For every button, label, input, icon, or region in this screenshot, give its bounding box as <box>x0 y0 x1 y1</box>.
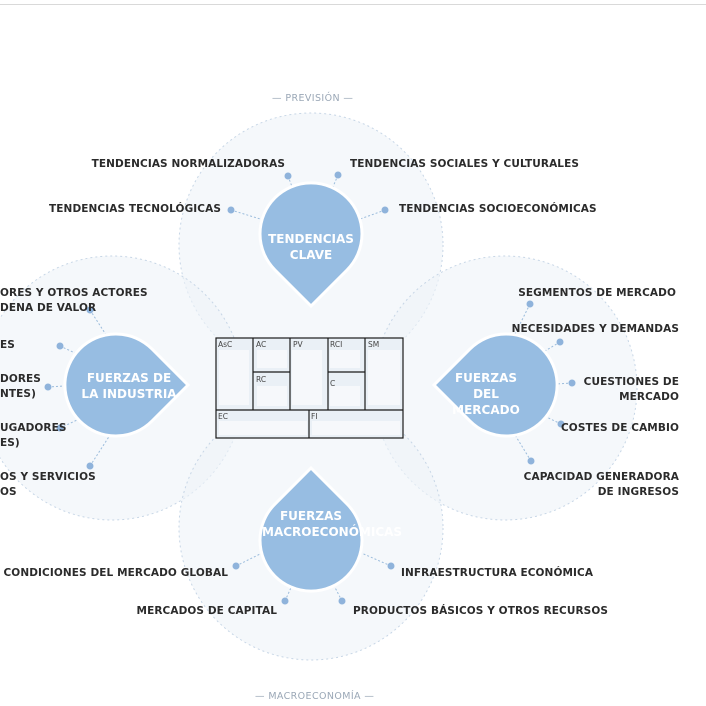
drop-right <box>431 332 559 438</box>
label-necesidades-demandas: NECESIDADES Y DEMANDAS <box>511 323 679 335</box>
business-model-canvas <box>215 337 404 439</box>
label-productos-basicos: PRODUCTOS BÁSICOS Y OTROS RECURSOS <box>353 605 609 617</box>
label-condiciones-mercado-global: CONDICIONES DEL MERCADO GLOBAL <box>3 567 228 579</box>
label-left-4: NTES) <box>0 388 36 400</box>
label-left-1: DENA DE VALOR <box>0 302 97 314</box>
label-left-5: UGADORES <box>0 422 67 434</box>
label-mercados-capital: MERCADOS DE CAPITAL <box>136 605 277 617</box>
label-capacidad-ingresos: CAPACIDAD GENERADORA DE INGRESOS <box>523 471 679 498</box>
label-left-8: OS <box>0 486 17 498</box>
connector-dots <box>44 171 576 605</box>
caption-prevision: — PREVISIÓN — <box>272 93 354 104</box>
label-left-2: ES <box>0 339 15 351</box>
cell-ac: AC <box>256 340 267 349</box>
cell-pv: PV <box>293 340 303 349</box>
label-tendencias-socioeconomicas: TENDENCIAS SOCIOECONÓMICAS <box>399 203 597 215</box>
label-segmentos-mercado: SEGMENTOS DE MERCADO <box>518 287 676 299</box>
label-cuestiones-mercado: CUESTIONES DE MERCADO <box>583 376 679 403</box>
cell-c: C <box>330 379 336 388</box>
drop-title-top: TENDENCIAS CLAVE <box>268 232 354 262</box>
drop-top <box>258 181 364 309</box>
cell-ec: EC <box>218 412 228 421</box>
drop-title-bottom: FUERZAS MACROECONÓMICAS <box>262 509 403 539</box>
label-tendencias-sociales: TENDENCIAS SOCIALES Y CULTURALES <box>350 158 580 170</box>
drop-title-left: FUERZAS DE LA INDUSTRIA <box>81 371 177 401</box>
drops <box>63 181 559 593</box>
cell-rci: RCI <box>330 340 343 349</box>
label-left-0: ORES Y OTROS ACTORES <box>0 287 148 299</box>
cell-rc: RC <box>256 375 267 384</box>
label-infraestructura-economica: INFRAESTRUCTURA ECONÓMICA <box>401 567 594 579</box>
drop-left <box>63 332 191 438</box>
cell-sm: SM <box>368 340 380 349</box>
label-left-3: DORES <box>0 373 41 385</box>
caption-macroeconomia: — MACROECONOMÍA — <box>255 691 375 702</box>
drop-bottom <box>258 465 364 593</box>
cell-asc: AsC <box>218 340 233 349</box>
label-tendencias-tecnologicas: TENDENCIAS TECNOLÓGICAS <box>49 203 221 215</box>
label-left-6: ES) <box>0 437 20 449</box>
label-left-7: OS Y SERVICIOS <box>0 471 96 483</box>
top-border <box>0 0 706 5</box>
cell-fi: FI <box>311 412 318 421</box>
label-tendencias-normalizadoras: TENDENCIAS NORMALIZADORAS <box>91 158 285 170</box>
drop-title-right: FUERZAS DEL MERCADO <box>452 371 520 417</box>
label-costes-cambio: COSTES DE CAMBIO <box>560 422 679 434</box>
